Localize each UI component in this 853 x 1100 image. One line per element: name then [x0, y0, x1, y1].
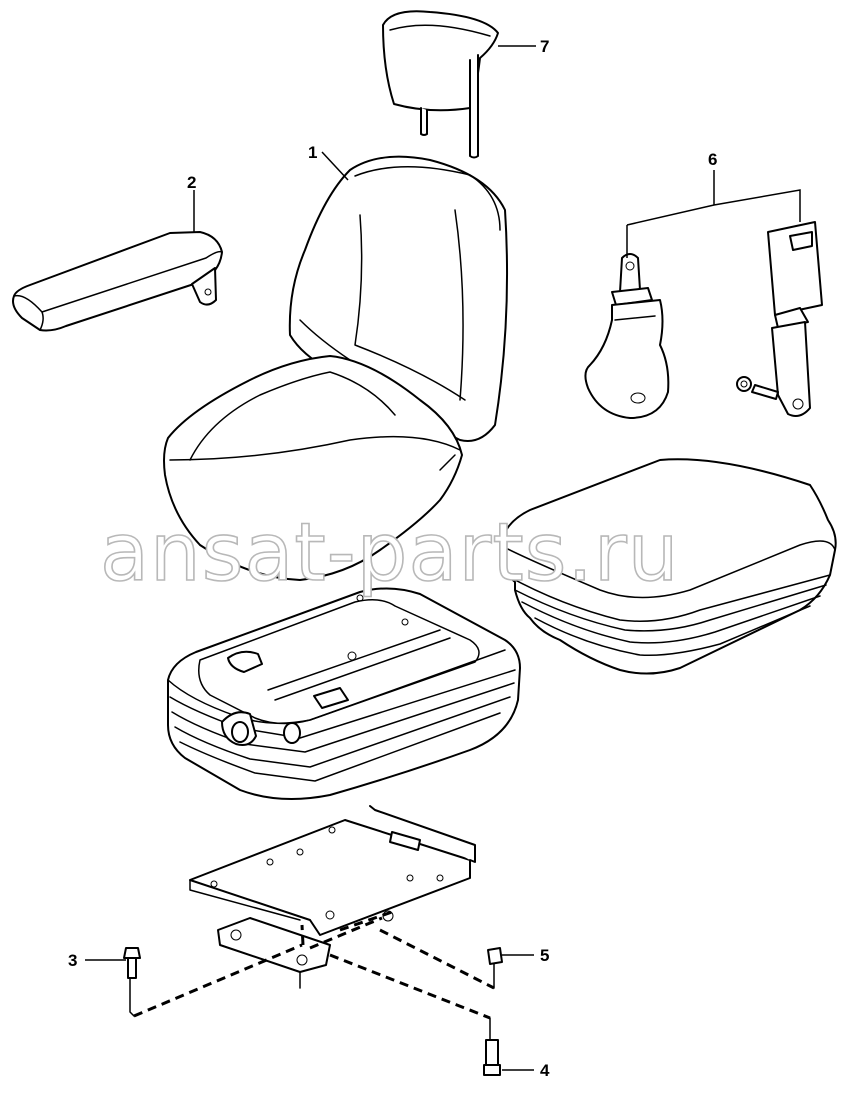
- leader-lines: [85, 45, 801, 1071]
- nut-right: [487, 947, 503, 989]
- bolt-bottom: [483, 1017, 501, 1076]
- watermark: ansat-parts.ru: [100, 506, 679, 599]
- callouts: 1 2 3 4 5 6 7: [68, 37, 717, 1080]
- headrest: [382, 10, 499, 159]
- armrest: [12, 231, 223, 332]
- bolt-left: [123, 947, 141, 1017]
- seat-suspension-base: [167, 587, 521, 800]
- seat-cushion-backrest: [163, 155, 509, 581]
- callout-3: 3: [68, 951, 77, 970]
- callout-4: 4: [540, 1061, 550, 1080]
- assembly-lines: [133, 910, 495, 1020]
- callout-1: 1: [308, 143, 317, 162]
- seat-belt-assembly: [584, 221, 823, 419]
- callout-5: 5: [540, 946, 549, 965]
- callout-6: 6: [708, 150, 717, 169]
- mounting-plate: [189, 805, 476, 989]
- seat-cushion-pad: [499, 458, 837, 675]
- callout-2: 2: [187, 173, 196, 192]
- callout-7: 7: [540, 37, 549, 56]
